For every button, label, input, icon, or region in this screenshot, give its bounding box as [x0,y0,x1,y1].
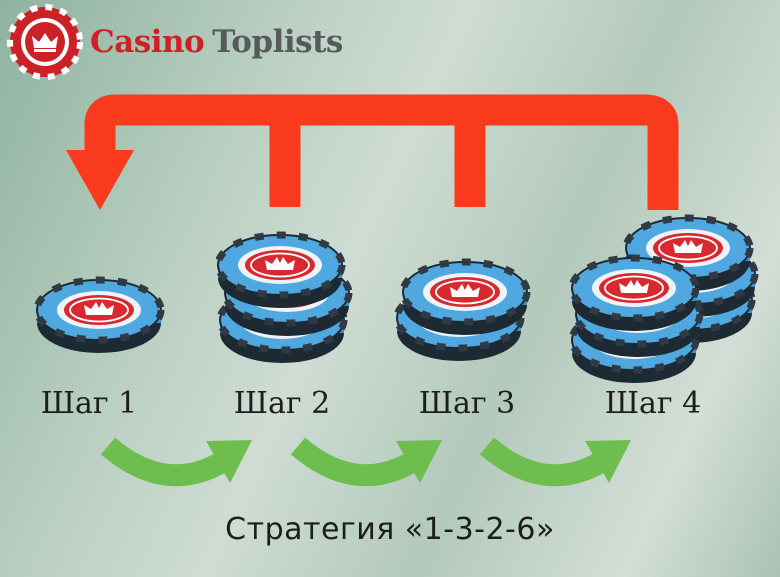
step-label-4: Шаг 4 [604,386,702,421]
brand-name-part1: Casino [90,24,205,60]
progress-arrow-2-3 [290,437,442,487]
brand-logo-icon [7,4,83,80]
step-label-3: Шаг 3 [418,386,516,421]
chip-stack-step-3 [397,262,527,361]
chip-stack-step-4 [572,218,755,383]
progress-arrow-1-2 [100,437,252,487]
chip-stack-step-2 [218,235,349,363]
chip-stack-step-1 [37,280,161,353]
brand-name-part2: Toplists [212,24,343,60]
step-label-1: Шаг 1 [40,386,138,421]
progress-arrow-3-4 [479,437,631,487]
strategy-caption: Стратегия «1-3-2-6» [225,512,555,547]
return-arrow [66,94,679,210]
step-label-2: Шаг 2 [233,386,331,421]
